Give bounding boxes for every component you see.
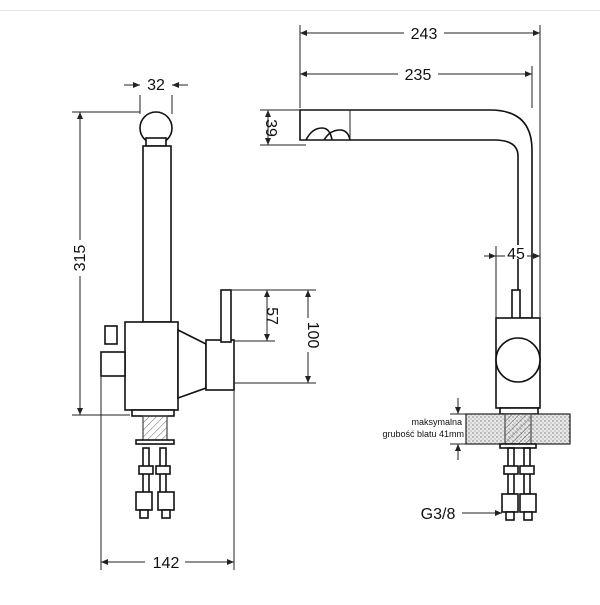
top-divider bbox=[0, 10, 600, 11]
mount-washer bbox=[135, 439, 175, 445]
dim-142: 142 bbox=[100, 376, 235, 572]
dim-235-label: 235 bbox=[405, 67, 432, 84]
counter-thickness-label: grubość blatu 41mm bbox=[382, 429, 464, 439]
spout-arm bbox=[299, 109, 533, 319]
front-base-plate bbox=[499, 407, 539, 415]
dim-142-label: 142 bbox=[153, 555, 180, 572]
left-lever-handle bbox=[104, 325, 118, 345]
front-hose-left-tip bbox=[505, 511, 515, 521]
dim-100-label: 100 bbox=[304, 322, 321, 349]
dim-57: 57 bbox=[231, 289, 280, 342]
front-mount-washer bbox=[499, 443, 537, 449]
dim-315-label: 315 bbox=[72, 245, 89, 272]
hose-left-tip bbox=[139, 509, 149, 519]
hose-right-nut bbox=[155, 465, 171, 475]
body-dial bbox=[495, 337, 541, 383]
front-hose-right-nut bbox=[519, 465, 535, 475]
hose-right-fitting bbox=[157, 491, 175, 511]
front-view bbox=[299, 109, 571, 521]
dim-243-label: 243 bbox=[411, 26, 438, 43]
dim-315: 315 bbox=[70, 111, 140, 416]
dim-45: 45 bbox=[484, 245, 540, 318]
dim-32: 32 bbox=[124, 77, 188, 114]
faucet-body bbox=[124, 321, 179, 411]
front-hose-right-fitting bbox=[519, 493, 537, 513]
spout-neck bbox=[145, 137, 167, 147]
dim-235: 235 bbox=[300, 65, 533, 108]
front-hose-left-nut bbox=[503, 465, 519, 475]
dim-243: 243 bbox=[299, 24, 541, 318]
front-hose-right-tip bbox=[523, 511, 533, 521]
dim-57-label: 57 bbox=[263, 307, 280, 325]
front-threaded-rod bbox=[504, 413, 532, 445]
outlet-2 bbox=[323, 129, 351, 141]
thread-label: G3/8 bbox=[421, 506, 456, 523]
counter-thickness-note: maksymalna grubość blatu 41mm bbox=[382, 398, 466, 460]
hose-left-nut bbox=[138, 465, 154, 475]
left-lever-base bbox=[100, 351, 126, 377]
outlet-1 bbox=[305, 127, 333, 141]
dim-100: 100 bbox=[231, 289, 321, 384]
dim-45-label: 45 bbox=[507, 246, 525, 263]
faucet-column bbox=[142, 145, 172, 323]
right-branch bbox=[177, 328, 207, 400]
right-valve bbox=[205, 339, 235, 391]
base-plate bbox=[131, 409, 175, 417]
dim-32-label: 32 bbox=[147, 77, 165, 94]
hose-left-fitting bbox=[135, 491, 153, 511]
dim-39: 39 bbox=[260, 109, 306, 146]
dim-39-label: 39 bbox=[262, 119, 279, 137]
hose-right-tip bbox=[161, 509, 171, 519]
front-hose-left-fitting bbox=[501, 493, 519, 513]
thread-annotation: G3/8 bbox=[421, 506, 502, 523]
max-label: maksymalna bbox=[411, 417, 462, 427]
right-lever-handle bbox=[220, 289, 232, 343]
side-view bbox=[100, 111, 235, 519]
